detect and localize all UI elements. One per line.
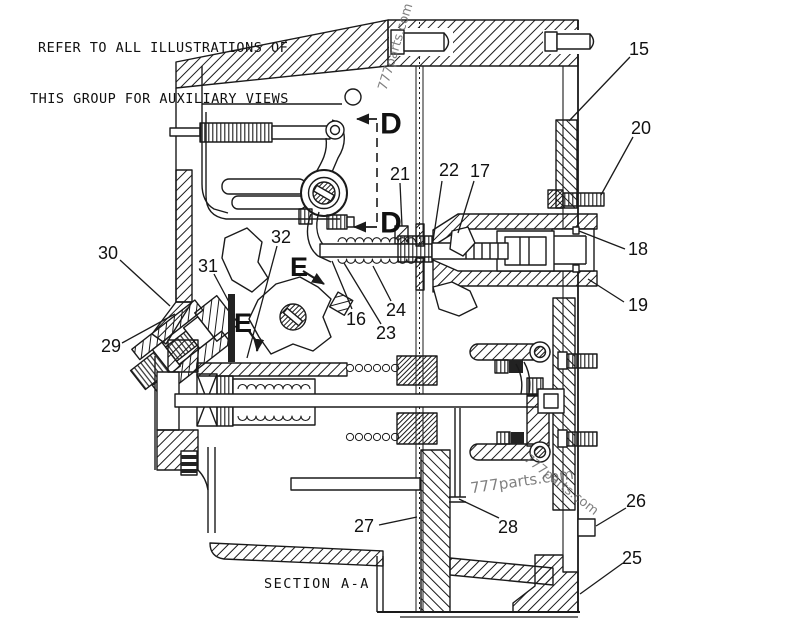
governor-spring-assembly (319, 223, 433, 291)
callout-18: 18 (628, 239, 648, 259)
leader-line-23 (343, 262, 382, 325)
callout-29: 29 (101, 336, 121, 356)
callout-30: 30 (98, 243, 118, 263)
callout-19: 19 (628, 295, 648, 315)
leader-line-18 (578, 230, 626, 250)
bottom-sump (197, 408, 580, 618)
actuator-assembly (431, 213, 598, 317)
leader-line-22 (432, 180, 443, 242)
header-note-line2: THIS GROUP FOR AUXILIARY VIEWS (30, 91, 289, 107)
housing-cross-section (129, 19, 605, 618)
callout-20: 20 (631, 118, 651, 138)
leader-line-20 (600, 136, 634, 196)
view-e-arrow-upper (302, 270, 325, 285)
leader-line-27 (378, 516, 418, 526)
callout-25: 25 (622, 548, 642, 568)
section-caption: SECTION A-A (264, 576, 370, 592)
view-arrows (248, 113, 378, 352)
callout-24: 24 (386, 300, 406, 320)
leader-line-19 (587, 278, 625, 303)
callout-27: 27 (354, 516, 374, 536)
rear-cover-plate (552, 20, 579, 612)
leader-line-25 (579, 562, 624, 595)
view-marker-e-4: E (234, 308, 252, 338)
header-note: REFER TO ALL ILLUSTRATIONS OF THIS GROUP… (30, 6, 289, 142)
leader-line-26 (595, 507, 627, 527)
leader-line-21 (399, 182, 403, 227)
leader-line-24 (372, 265, 392, 302)
callout-22: 22 (439, 160, 459, 180)
leader-line-32 (246, 245, 278, 359)
callout-15: 15 (629, 39, 649, 59)
servo-shaft-assembly (154, 339, 558, 476)
leader-line-17 (457, 180, 475, 234)
view-marker-e-3: E (290, 252, 308, 282)
view-e-arrow-lower (248, 330, 265, 352)
callout-21: 21 (390, 164, 410, 184)
view-marker-d-2: D (380, 207, 402, 240)
callout-32: 32 (271, 227, 291, 247)
flyweight-cam-group (221, 227, 354, 362)
callout-17: 17 (470, 161, 490, 181)
leader-line-28 (458, 498, 500, 519)
view-marker-d-1: D (380, 108, 402, 141)
leader-line-30 (119, 259, 171, 307)
callout-28: 28 (498, 517, 518, 537)
leader-line-15 (568, 56, 631, 122)
leader-line-31 (213, 273, 230, 303)
rocker-arm-group (469, 341, 565, 463)
cover-fasteners (512, 189, 605, 613)
callout-16: 16 (346, 309, 366, 329)
leader-line-29 (121, 313, 176, 344)
callout-23: 23 (376, 323, 396, 343)
callout-31: 31 (198, 256, 218, 276)
leader-line-16 (331, 260, 353, 310)
callout-26: 26 (626, 491, 646, 511)
governor-lever-assembly (169, 119, 355, 263)
top-flange (175, 19, 595, 89)
